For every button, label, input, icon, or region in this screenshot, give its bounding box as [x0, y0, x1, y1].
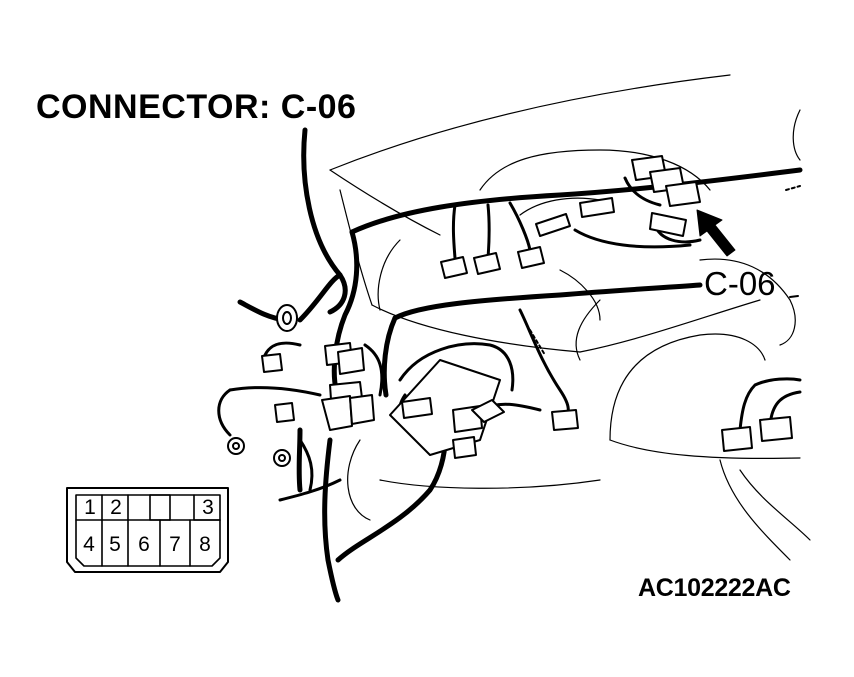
pin-label: 8	[199, 533, 211, 556]
dashboard-outline	[329, 74, 811, 561]
main-harness	[237, 127, 803, 603]
pointer-arrow	[696, 209, 736, 257]
figure-id: AC102222AC	[638, 574, 791, 602]
grommet-and-terminals	[227, 304, 298, 467]
pin-label: 7	[169, 533, 181, 556]
pin-label: 3	[202, 496, 214, 519]
pin-label: 6	[138, 533, 150, 556]
pin-label: 2	[110, 496, 122, 519]
pin-label: 4	[83, 533, 95, 556]
pin-label: 5	[109, 533, 121, 556]
pin-label: 1	[84, 496, 96, 519]
wire-stripes	[529, 185, 801, 356]
connector-face-outline	[66, 487, 229, 573]
connectors	[261, 155, 793, 459]
diagram-title: CONNECTOR: C-06	[36, 88, 357, 126]
connector-callout-label: C-06	[704, 265, 776, 302]
